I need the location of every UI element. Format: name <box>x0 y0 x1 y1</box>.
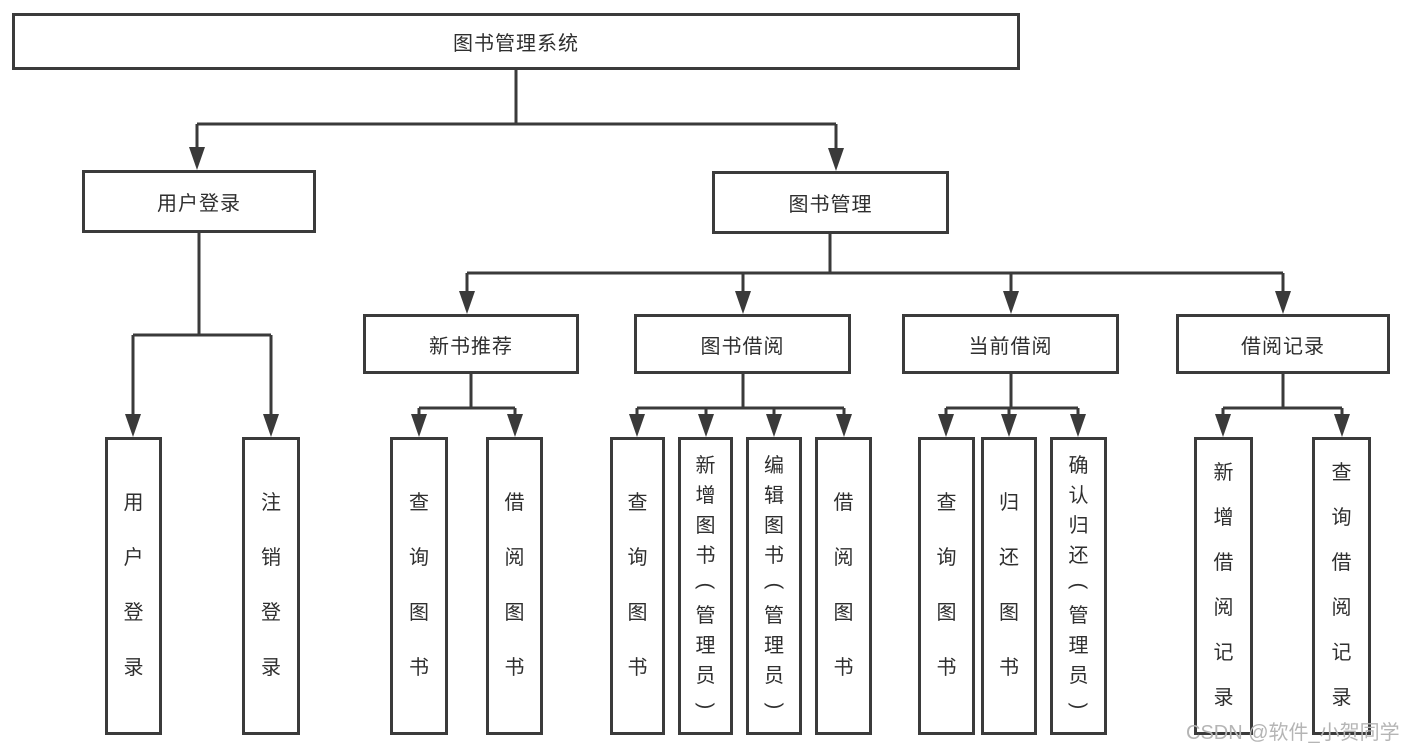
leaf-query-borrow-record: 查询借阅记录 <box>1312 437 1371 735</box>
leaf-query-book-current: 查询图书 <box>918 437 975 735</box>
leaf-query-book-recommend: 查询图书 <box>390 437 448 735</box>
node-new-book-recommend: 新书推荐 <box>363 314 579 374</box>
arrowhead <box>263 414 279 437</box>
node-borrow-records: 借阅记录 <box>1176 314 1390 374</box>
arrowhead <box>766 414 782 437</box>
leaf-borrow-book-recommend: 借阅图书 <box>486 437 543 735</box>
arrowhead <box>938 414 954 437</box>
arrowhead <box>459 291 475 314</box>
leaf-edit-book-admin: 编辑图书(管理员) <box>746 437 802 735</box>
arrowheads <box>125 147 1350 437</box>
arrowhead <box>1215 414 1231 437</box>
arrowhead <box>1003 291 1019 314</box>
connector-root-to-level2 <box>195 70 838 151</box>
leaf-confirm-return-admin: 确认归还(管理员) <box>1050 437 1107 735</box>
node-book-borrow: 图书借阅 <box>634 314 851 374</box>
node-user-login: 用户登录 <box>82 170 316 233</box>
arrowhead <box>411 414 427 437</box>
leaf-return-book: 归还图书 <box>981 437 1037 735</box>
node-book-management: 图书管理 <box>712 171 949 234</box>
arrowhead <box>1334 414 1350 437</box>
arrowhead <box>735 291 751 314</box>
watermark: CSDN @软件_小贺同学 <box>1186 722 1400 744</box>
connector-book-borrow-children <box>635 374 846 417</box>
leaf-add-borrow-record: 新增借阅记录 <box>1194 437 1253 735</box>
leaf-borrow-book: 借阅图书 <box>815 437 872 735</box>
connector-user-login-children <box>131 233 273 417</box>
arrowhead <box>1070 414 1086 437</box>
leaf-user-login: 用户登录 <box>105 437 162 735</box>
arrowhead <box>125 414 141 437</box>
arrowhead <box>1001 414 1017 437</box>
arrowhead <box>698 414 714 437</box>
arrowhead <box>836 414 852 437</box>
arrowhead <box>828 148 844 171</box>
connector-new-book-children <box>417 374 517 417</box>
node-current-borrow: 当前借阅 <box>902 314 1119 374</box>
leaf-add-book-admin: 新增图书(管理员) <box>678 437 733 735</box>
arrowhead <box>629 414 645 437</box>
leaf-logout-login: 注销登录 <box>242 437 300 735</box>
leaf-query-book-borrow: 查询图书 <box>610 437 665 735</box>
arrowhead <box>189 147 205 170</box>
arrowhead <box>1275 291 1291 314</box>
arrowhead <box>507 414 523 437</box>
connector-current-borrow-children <box>944 374 1080 417</box>
connector-borrow-record-children <box>1221 374 1344 417</box>
connector-book-mgmt-children <box>465 234 1285 294</box>
node-library-system: 图书管理系统 <box>12 13 1020 70</box>
